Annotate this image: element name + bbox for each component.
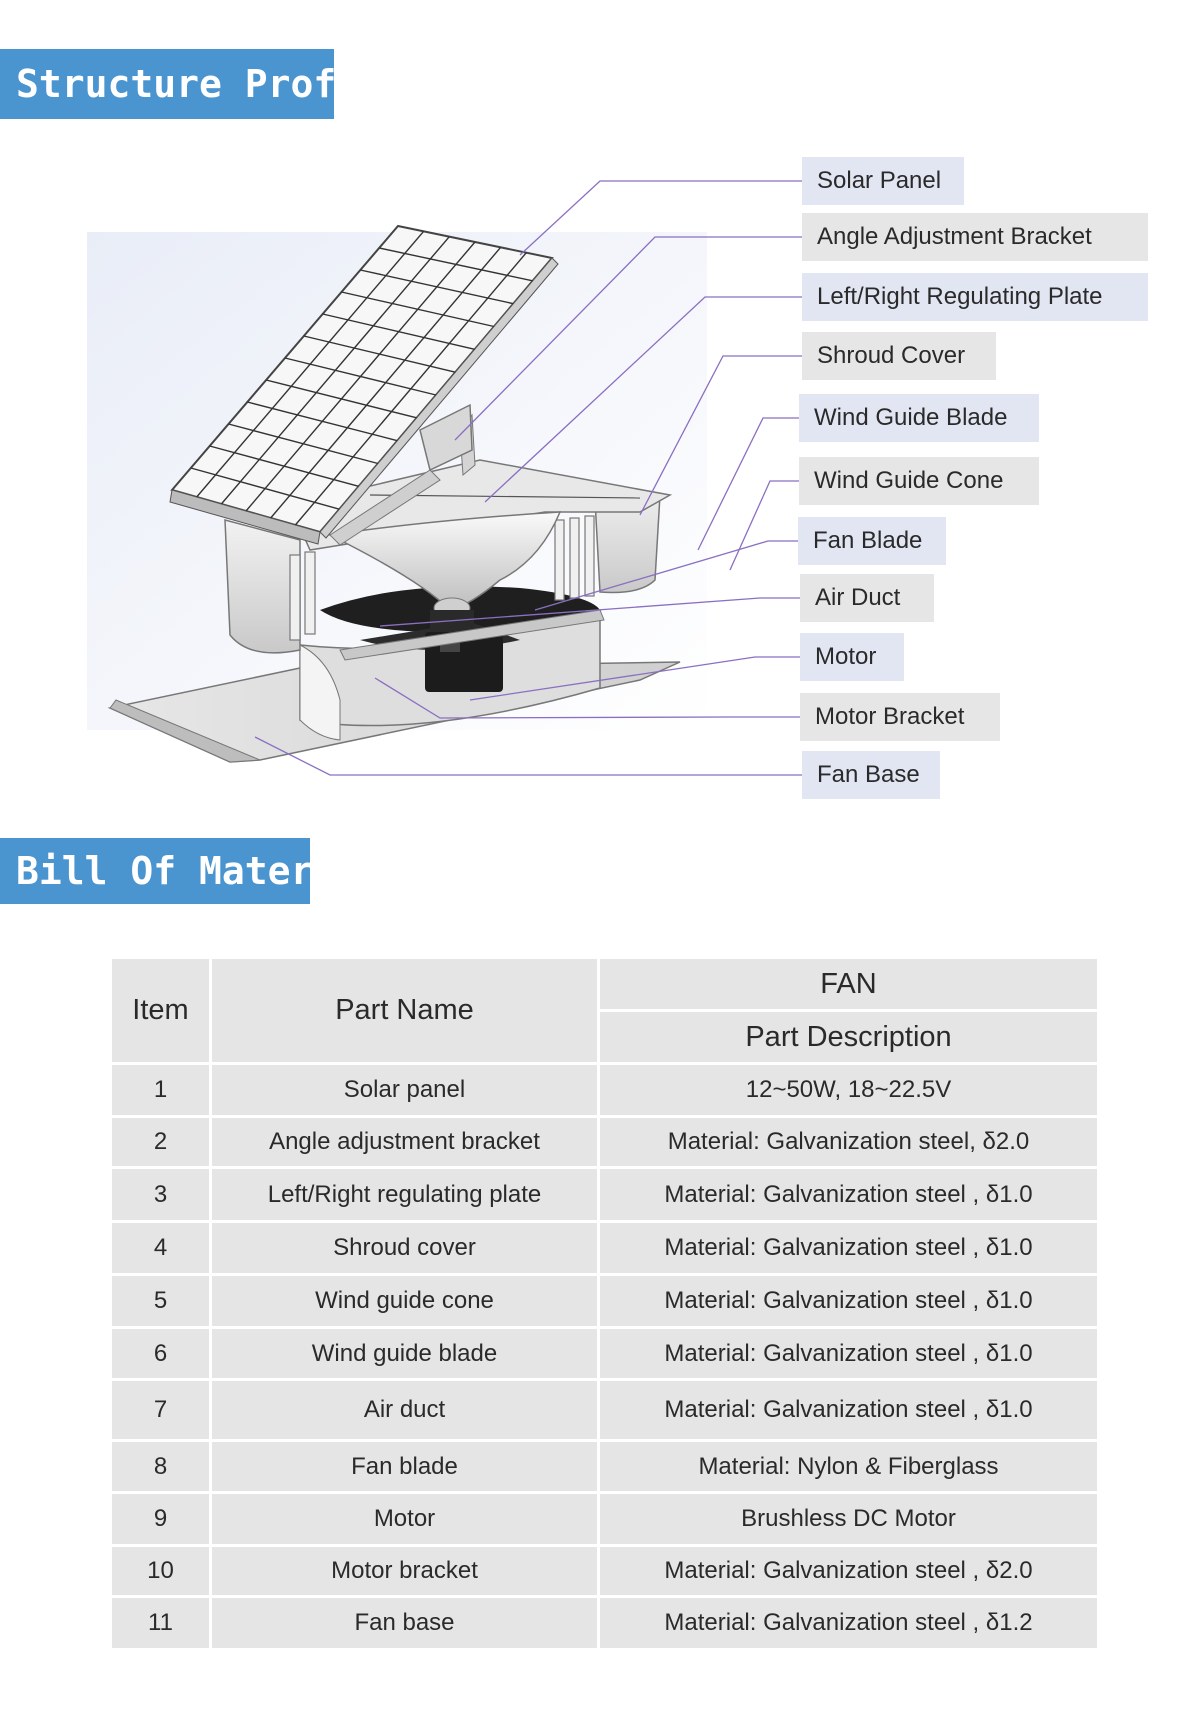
- cell-part-name: Wind guide blade: [209, 1326, 600, 1381]
- cell-item: 11: [109, 1595, 212, 1651]
- solar-panel-shape: [169, 224, 559, 545]
- leader-line-left-right-regulating-plate: [484, 296, 802, 503]
- leader-line-air-duct: [379, 597, 800, 627]
- cell-item: 1: [109, 1062, 212, 1118]
- structure-profile-heading: Structure Profile: [0, 49, 334, 119]
- motor-bracket-shape: [339, 609, 605, 661]
- header-part-name: Part Name: [209, 956, 600, 1065]
- callout-fan-blade: Fan Blade: [798, 517, 946, 565]
- cell-item: 5: [109, 1273, 212, 1329]
- cell-description: Material: Galvanization steel , δ2.0: [597, 1544, 1100, 1598]
- callout-left-right-regulating-plate: Left/Right Regulating Plate: [802, 273, 1148, 321]
- panel-grid-line: [245, 241, 476, 512]
- angle-bracket-shape: [329, 403, 473, 546]
- fan-illustration: [87, 180, 802, 776]
- cell-part-name: Solar panel: [209, 1062, 600, 1118]
- header-fan-group: FAN: [597, 956, 1100, 1012]
- leader-line-wind-guide-cone: [729, 480, 799, 571]
- cell-description: Material: Nylon & Fiberglass: [597, 1439, 1100, 1494]
- leader-line-motor: [469, 656, 800, 701]
- leader-line-fan-base: [254, 736, 802, 776]
- cell-item: 6: [109, 1326, 212, 1381]
- leader-line-angle-adjustment-bracket: [454, 236, 802, 441]
- cell-part-name: Left/Right regulating plate: [209, 1166, 600, 1223]
- leader-line-fan-blade: [534, 540, 798, 611]
- header-item: Item: [109, 956, 212, 1065]
- cell-description: Material: Galvanization steel, δ2.0: [597, 1115, 1100, 1169]
- callout-wind-guide-cone: Wind Guide Cone: [799, 457, 1039, 505]
- cell-description: Material: Galvanization steel , δ1.0: [597, 1326, 1100, 1381]
- cell-item: 9: [109, 1491, 212, 1547]
- panel-grid-line: [220, 236, 450, 505]
- cell-description: Material: Galvanization steel , δ1.0: [597, 1220, 1100, 1276]
- cell-description: Material: Galvanization steel , δ1.0: [597, 1166, 1100, 1223]
- wind-guide-blade-shape: [289, 515, 595, 641]
- cell-description: 12~50W, 18~22.5V: [597, 1062, 1100, 1118]
- leader-line-wind-guide-blade: [697, 417, 799, 551]
- leader-line-shroud-cover: [639, 355, 802, 516]
- cell-item: 2: [109, 1115, 212, 1169]
- bill-of-materials-heading: Bill Of Materials: [0, 838, 310, 904]
- cell-item: 4: [109, 1220, 212, 1276]
- cell-part-name: Wind guide cone: [209, 1273, 600, 1329]
- cell-item: 8: [109, 1439, 212, 1494]
- callout-wind-guide-blade: Wind Guide Blade: [799, 394, 1039, 442]
- panel-grid-line: [294, 252, 527, 526]
- cell-item: 7: [109, 1378, 212, 1442]
- panel-grid-line: [270, 246, 502, 519]
- cell-part-name: Fan base: [209, 1595, 600, 1651]
- cell-description: Material: Galvanization steel , δ1.0: [597, 1273, 1100, 1329]
- callout-angle-adjustment-bracket: Angle Adjustment Bracket: [802, 213, 1148, 261]
- callout-motor-bracket: Motor Bracket: [800, 693, 1000, 741]
- cell-item: 3: [109, 1166, 212, 1223]
- cell-part-name: Fan blade: [209, 1439, 600, 1494]
- callout-air-duct: Air Duct: [800, 574, 934, 622]
- cell-part-name: Air duct: [209, 1378, 600, 1442]
- cell-part-name: Motor bracket: [209, 1544, 600, 1598]
- leader-line-motor-bracket: [374, 677, 800, 719]
- cell-description: Material: Galvanization steel , δ1.2: [597, 1595, 1100, 1651]
- cell-description: Material: Galvanization steel , δ1.0: [597, 1378, 1100, 1442]
- cell-part-name: Shroud cover: [209, 1220, 600, 1276]
- callout-solar-panel: Solar Panel: [802, 157, 964, 205]
- cell-part-name: Angle adjustment bracket: [209, 1115, 600, 1169]
- header-part-description: Part Description: [597, 1009, 1100, 1065]
- panel-grid-line: [196, 230, 425, 498]
- cell-item: 10: [109, 1544, 212, 1598]
- callout-fan-base: Fan Base: [802, 751, 940, 799]
- callout-shroud-cover: Shroud Cover: [802, 332, 996, 380]
- leader-line-solar-panel: [519, 180, 802, 256]
- cell-description: Brushless DC Motor: [597, 1491, 1100, 1547]
- callout-motor: Motor: [800, 633, 904, 681]
- cell-part-name: Motor: [209, 1491, 600, 1547]
